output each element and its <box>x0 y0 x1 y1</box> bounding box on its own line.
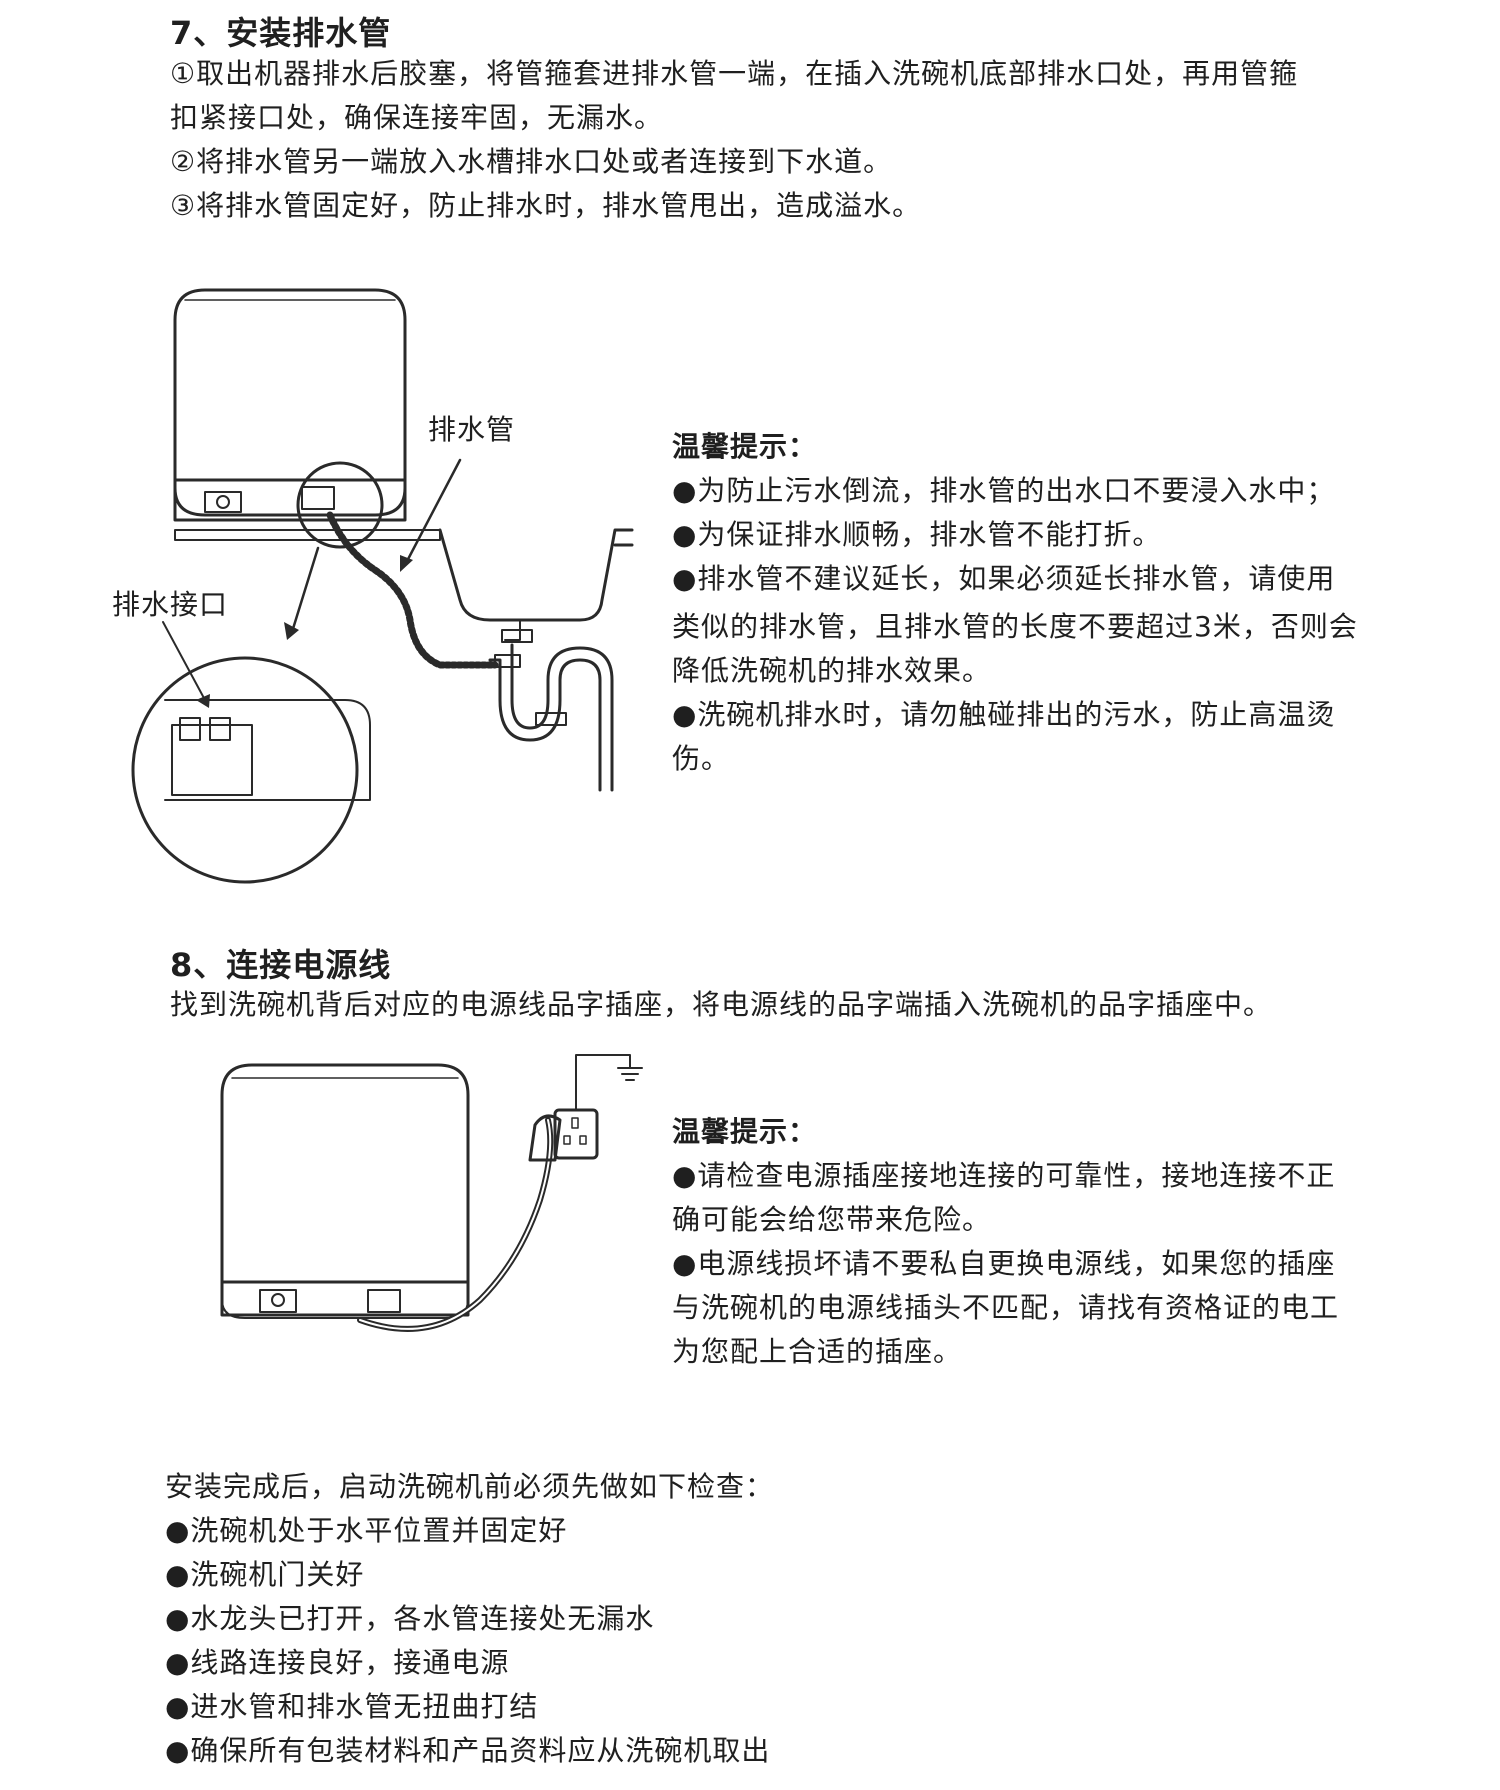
power-plug <box>528 1114 562 1162</box>
tips-title: 温馨提示： <box>672 430 818 463</box>
tips-title: 温馨提示： <box>672 1115 818 1148</box>
checklist-item: ●洗碗机门关好 <box>165 1558 365 1591</box>
tip-line: 类似的排水管，且排水管的长度不要超过3米，否则会 <box>672 610 1358 643</box>
drain-hose <box>326 511 499 669</box>
section8-title: 8、连接电源线 <box>170 946 392 984</box>
dishwasher-base <box>173 478 407 517</box>
tip-line: 确可能会给您带来危险。 <box>672 1203 992 1236</box>
dishwasher-body <box>173 288 407 522</box>
zoom-circle-large <box>131 656 359 884</box>
drain-pipe-label: 排水管 <box>428 413 516 446</box>
tip-line: ●洗碗机排水时，请勿触碰排出的污水，防止高温烫 <box>672 698 1336 731</box>
checklist-item: ●进水管和排水管无扭曲打结 <box>165 1690 539 1723</box>
tip-line: ●排水管不建议延长，如果必须延长排水管，请使用 <box>672 562 1336 595</box>
section8-text: 找到洗碗机背后对应的电源线品字插座，将电源线的品字端插入洗碗机的品字插座中。 <box>170 988 1273 1021</box>
drain-port-label: 排水接口 <box>112 588 229 621</box>
section8-tips: 温馨提示： ●请检查电源插座接地连接的可靠性，接地连接不正 确可能会给您带来危险… <box>672 1110 1432 1374</box>
tip-line: ●为保证排水顺畅，排水管不能打折。 <box>672 518 1162 551</box>
tip-line: ●电源线损坏请不要私自更换电源线，如果您的插座 <box>672 1247 1336 1280</box>
power-socket <box>553 1108 599 1160</box>
checklist-item: ●确保所有包装材料和产品资料应从洗碗机取出 <box>165 1734 771 1767</box>
tip-line: ●为防止污水倒流，排水管的出水口不要浸入水中； <box>672 474 1336 507</box>
tip-line: 为您配上合适的插座。 <box>672 1335 963 1368</box>
checklist: 安装完成后，启动洗碗机前必须先做如下检查： ●洗碗机处于水平位置并固定好 ●洗碗… <box>165 1465 1365 1773</box>
checklist-intro: 安装完成后，启动洗碗机前必须先做如下检查： <box>165 1470 775 1503</box>
ground-icon <box>617 1067 643 1081</box>
section7-tips: 温馨提示： ●为防止污水倒流，排水管的出水口不要浸入水中； ●为保证排水顺畅，排… <box>672 425 1432 781</box>
tip-line: 降低洗碗机的排水效果。 <box>672 654 992 687</box>
step-line: ③将排水管固定好，防止排水时，排水管甩出，造成溢水。 <box>170 189 922 222</box>
power-cord <box>357 1117 554 1332</box>
dishwasher-body-rear <box>220 1063 470 1317</box>
section7-title: 7、安装排水管 <box>170 14 392 52</box>
checklist-item: ●线路连接良好，接通电源 <box>165 1646 510 1679</box>
step-line: ①取出机器排水后胶塞，将管箍套进排水管一端，在插入洗碗机底部排水口处，再用管箍 <box>170 57 1299 90</box>
zoom-circle-small <box>296 461 384 549</box>
checklist-item: ●水龙头已打开，各水管连接处无漏水 <box>165 1602 655 1635</box>
tip-line: 伤。 <box>672 742 731 775</box>
tip-line: ●请检查电源插座接地连接的可靠性，接地连接不正 <box>672 1159 1336 1192</box>
sink <box>438 528 634 622</box>
step-line: 扣紧接口处，确保连接牢固，无漏水。 <box>170 101 664 134</box>
checklist-item: ●洗碗机处于水平位置并固定好 <box>165 1514 568 1547</box>
section7-steps: ①取出机器排水后胶塞，将管箍套进排水管一端，在插入洗碗机底部排水口处，再用管箍 … <box>170 52 1410 228</box>
step-line: ②将排水管另一端放入水槽排水口处或者连接到下水道。 <box>170 145 893 178</box>
tip-line: 与洗碗机的电源线插头不匹配，请找有资格证的电工 <box>672 1291 1340 1324</box>
drain-pipe-pointer <box>403 458 462 567</box>
